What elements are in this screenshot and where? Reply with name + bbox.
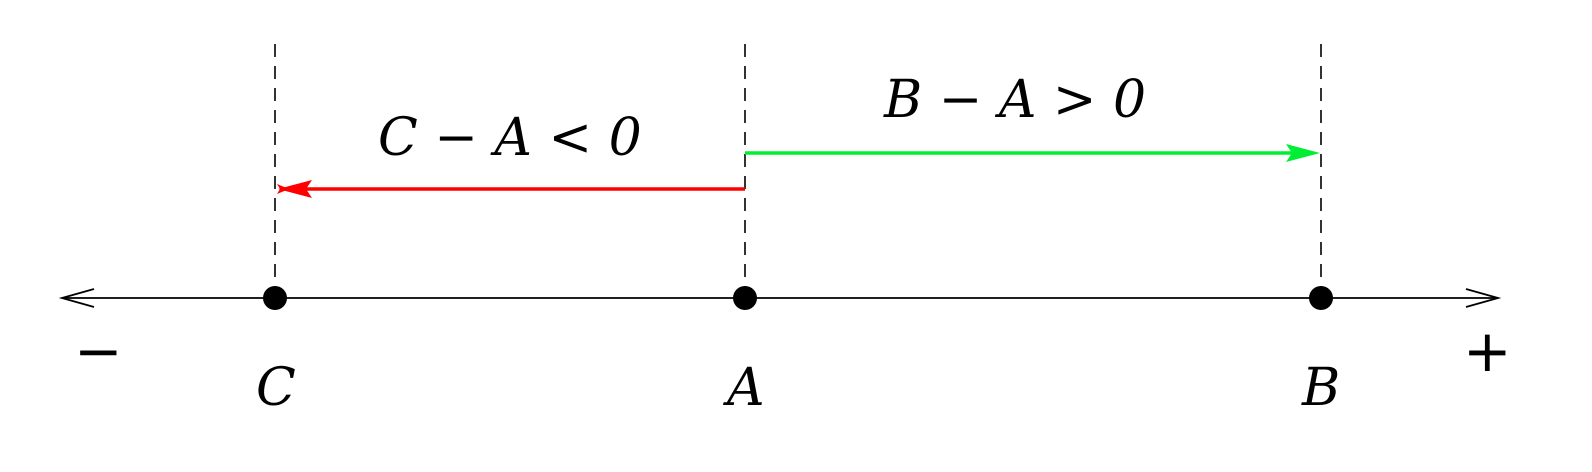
point-b-dot [1309,286,1333,310]
positive-direction-sign: + [1463,317,1512,385]
point-c-label: C [256,358,296,418]
axis-right-arrowhead-icon [1465,288,1502,308]
negative-difference-label: C − A < 0 [378,108,642,168]
point-a-label: A [723,358,765,418]
positive-arrowhead-icon [1286,144,1320,162]
negative-direction-sign: − [74,317,123,385]
axis-left-arrowhead-icon [58,288,95,308]
point-a-dot [733,286,757,310]
negative-arrowhead-icon [278,180,312,198]
point-c-dot [263,286,287,310]
point-b-label: B [1301,358,1340,418]
positive-difference-label: B − A > 0 [883,70,1146,130]
